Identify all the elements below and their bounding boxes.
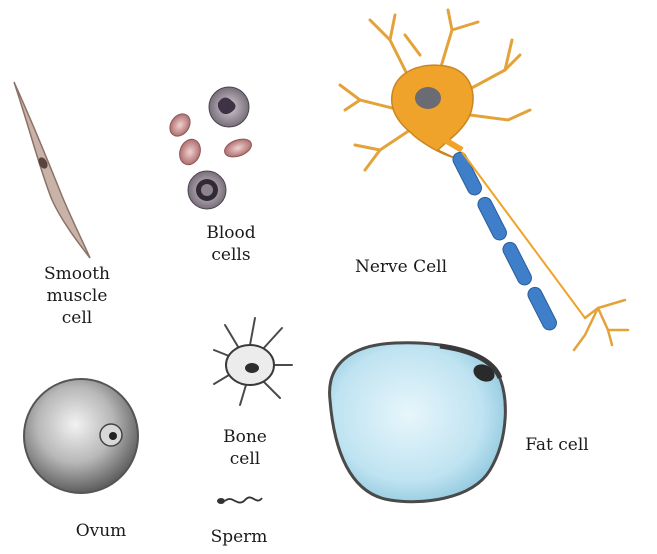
sperm-label: Sperm	[210, 527, 268, 547]
blood-cells	[169, 86, 252, 210]
bone-cell-label: Bone cell	[223, 427, 267, 469]
ovum-label: Ovum	[75, 521, 127, 541]
blood-cells-label: Blood cells	[206, 223, 256, 265]
smooth-muscle-cell-label: Smooth muscle cell	[43, 264, 111, 328]
nerve-cell	[338, 8, 630, 352]
ovum	[23, 378, 139, 494]
sperm	[217, 496, 263, 504]
smooth-muscle-cell	[13, 81, 91, 259]
fat-cell	[328, 341, 507, 504]
nerve-cell-label: Nerve Cell	[354, 257, 448, 277]
bone-cell	[213, 317, 293, 406]
fat-cell-label: Fat cell	[525, 435, 589, 455]
